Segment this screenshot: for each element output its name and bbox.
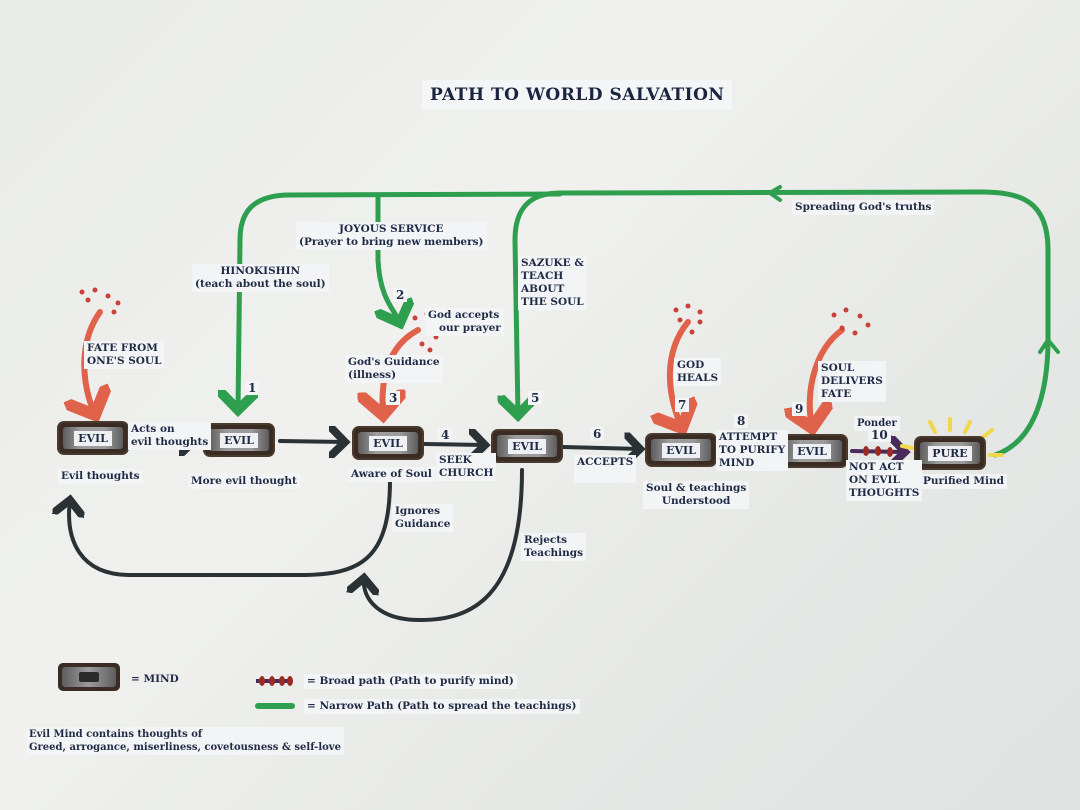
label-god-accepts: God accepts our prayer — [425, 308, 504, 336]
label-acts-on: Acts on evil thoughts — [128, 422, 212, 450]
legend-mind-icon — [58, 663, 120, 691]
step-2: 2 — [393, 288, 408, 302]
step-3: 3 — [386, 391, 401, 405]
mind-node-5: EVIL — [647, 435, 715, 465]
mind-node-1: EVIL — [59, 423, 127, 453]
mind-node-3: EVIL — [354, 428, 422, 458]
label-seek-church: SEEK CHURCH — [436, 453, 497, 481]
label-ignores: Ignores Guidance — [392, 504, 454, 532]
legend-broad-text: = Broad path (Path to purify mind) — [304, 674, 517, 689]
legend-mind-text: = MIND — [131, 673, 179, 685]
label-rejects: Rejects Teachings — [521, 533, 586, 561]
step-9: 9 — [792, 402, 807, 416]
mind-node-2: EVIL — [205, 425, 273, 455]
caption-purified: Purified Mind — [920, 474, 1007, 489]
label-spreading: Spreading God's truths — [792, 200, 935, 215]
label-attempt: ATTEMPT TO PURIFY MIND — [716, 430, 789, 471]
step-8: 8 — [734, 414, 749, 428]
label-not-act: NOT ACT ON EVIL THOUGHTS — [846, 460, 923, 501]
step-6: 6 — [590, 427, 605, 441]
node-label: EVIL — [74, 430, 112, 446]
node-label: EVIL — [220, 432, 258, 448]
caption-aware-of-soul: Aware of Soul — [348, 467, 435, 482]
node-label: EVIL — [662, 442, 700, 458]
label-sazuke: SAZUKE & TEACH ABOUT THE SOUL — [518, 256, 587, 310]
mind-node-6: EVIL — [778, 436, 846, 466]
caption-understood: Soul & teachings Understood — [643, 481, 750, 509]
step-5: 5 — [528, 391, 543, 405]
label-ponder: Ponder — [854, 416, 900, 431]
caption-more-evil: More evil thought — [188, 474, 300, 489]
page-title: PATH TO WORLD SALVATION — [422, 80, 733, 110]
mind-node-pure: PURE — [916, 438, 984, 468]
label-god-heals: GOD HEALS — [674, 358, 722, 386]
step-1: 1 — [245, 381, 260, 395]
step-10: 10 — [868, 428, 891, 442]
node-label: EVIL — [508, 438, 546, 454]
label-gods-guidance: God's Guidance (illness) — [345, 355, 443, 383]
step-7: 7 — [675, 398, 690, 412]
narrow-path-loop — [238, 185, 1060, 458]
legend-note: Evil Mind contains thoughts of Greed, ar… — [26, 727, 344, 755]
caption-evil-thoughts: Evil thoughts — [58, 469, 143, 484]
legend-narrow-text: = Narrow Path (Path to spread the teachi… — [304, 699, 580, 714]
step-4: 4 — [438, 428, 453, 442]
label-soul-delivers: SOUL DELIVERS FATE — [818, 361, 886, 402]
label-fate-from-soul: FATE FROM ONE'S SOUL — [84, 341, 165, 369]
node-label: PURE — [928, 445, 972, 461]
label-hinokishin: HINOKISHIN (teach about the soul) — [192, 264, 329, 292]
node-label: EVIL — [793, 443, 831, 459]
label-joyous-service: JOYOUS SERVICE (Prayer to bring new memb… — [296, 222, 487, 250]
node-label: EVIL — [369, 435, 407, 451]
label-accepts: ACCEPTS — [574, 455, 637, 483]
mind-node-4: EVIL — [493, 431, 561, 461]
